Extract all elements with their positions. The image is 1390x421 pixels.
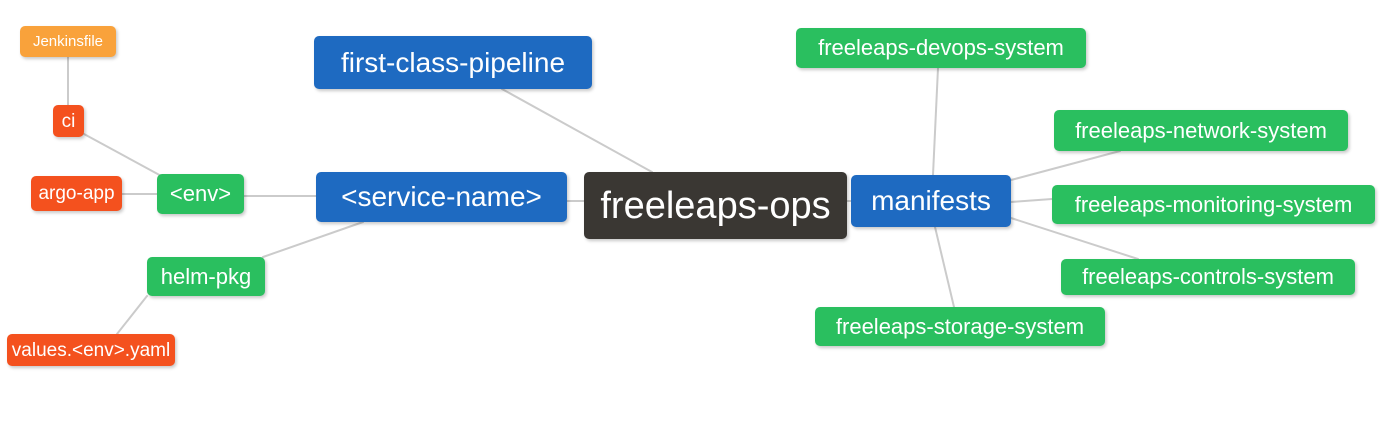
node-freeleaps-network-system[interactable]: freeleaps-network-system (1054, 110, 1348, 151)
edge-ci-env (83, 133, 166, 179)
edge-first-class-pipeline-root (501, 88, 653, 173)
node-freeleaps-monitoring-system[interactable]: freeleaps-monitoring-system (1052, 185, 1375, 224)
node-ci[interactable]: ci (53, 105, 84, 137)
edge-manifests-storage (934, 226, 955, 308)
edge-manifests-monitoring (1010, 198, 1053, 203)
edge-manifests-network (1010, 150, 1121, 181)
node-first-class-pipeline[interactable]: first-class-pipeline (314, 36, 592, 89)
node-manifests[interactable]: manifests (851, 175, 1011, 227)
node-argo-app[interactable]: argo-app (31, 176, 122, 211)
node-service-name[interactable]: <service-name> (316, 172, 567, 222)
node-freeleaps-devops-system[interactable]: freeleaps-devops-system (796, 28, 1086, 68)
edge-manifests-devops (932, 67, 939, 176)
edge-manifests-controls (1010, 217, 1139, 260)
edge-service-name-helm-pkg (262, 221, 364, 258)
node-freeleaps-ops-root[interactable]: freeleaps-ops (584, 172, 847, 239)
node-env[interactable]: <env> (157, 174, 244, 214)
node-freeleaps-storage-system[interactable]: freeleaps-storage-system (815, 307, 1105, 346)
node-freeleaps-controls-system[interactable]: freeleaps-controls-system (1061, 259, 1355, 295)
edge-helm-pkg-values (116, 295, 148, 335)
node-jenkinsfile[interactable]: Jenkinsfile (20, 26, 116, 57)
node-helm-pkg[interactable]: helm-pkg (147, 257, 265, 296)
node-values-env-yaml[interactable]: values.<env>.yaml (7, 334, 175, 366)
